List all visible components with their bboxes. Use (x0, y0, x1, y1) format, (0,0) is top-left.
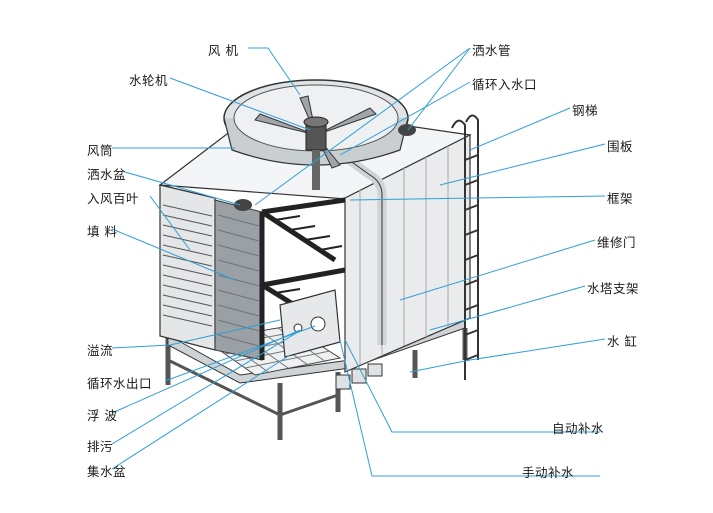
leader-spray-pipe-1 (407, 47, 471, 131)
front-casing (344, 134, 471, 373)
spray-basin-right (398, 124, 416, 136)
leader-auto-makeup (344, 339, 600, 433)
leader-casing (439, 143, 606, 186)
leader-spray-basin (124, 171, 241, 206)
label-spray-basin: 洒水盆 (87, 167, 127, 182)
label-inlet-louver: 入风百叶 (87, 191, 140, 206)
leader-water-wheel (169, 77, 311, 131)
leader-frame (349, 195, 606, 201)
leader-ladder (469, 107, 571, 151)
label-tower-support: 水塔支架 (587, 281, 640, 296)
label-fan-cylinder: 风筒 (87, 143, 114, 158)
outlet-pipe-circle (310, 316, 326, 332)
label-drain: 排污 (87, 439, 114, 454)
leader-collect-basin (111, 354, 291, 470)
label-collect-basin: 集水盆 (87, 464, 127, 479)
leader-tank (409, 338, 606, 373)
leader-overflow (111, 319, 281, 349)
leader-outlet (164, 325, 316, 382)
leader-inlet-louver (149, 195, 191, 251)
label-overflow: 溢流 (87, 343, 114, 358)
label-inlet: 循环入水口 (472, 77, 538, 92)
label-frame: 框架 (607, 191, 634, 206)
label-tank: 水 缸 (607, 334, 638, 349)
label-spray-pipe: 洒水管 (472, 43, 512, 58)
leader-inlet-water (339, 81, 471, 156)
label-fill: 填 料 (87, 224, 118, 239)
label-casing: 围板 (607, 139, 634, 154)
label-fan: 风 机 (208, 43, 239, 58)
label-access-door: 维修门 (597, 235, 637, 250)
leader-spray-pipe-2 (254, 47, 471, 206)
label-water-wheel: 水轮机 (129, 73, 169, 88)
leader-drain (111, 331, 299, 445)
water-wheel-unit (303, 116, 329, 190)
leader-fill (111, 228, 236, 281)
steel-ladder (451, 114, 479, 380)
label-manual-makeup: 手动补水 (522, 465, 575, 480)
inlet-louvers (162, 204, 213, 327)
leader-fan (248, 47, 301, 96)
label-float: 浮 波 (87, 408, 118, 423)
leader-access-door (399, 239, 596, 301)
leader-lines (111, 47, 606, 477)
label-outlet: 循环水出口 (87, 376, 153, 391)
spray-basin-left (234, 199, 252, 211)
leader-float (111, 329, 301, 414)
makeup-pipes (335, 363, 383, 390)
leader-manual-makeup (339, 339, 600, 477)
label-auto-makeup: 自动补水 (552, 421, 605, 436)
leader-tower-support (429, 285, 586, 331)
fill-texture (217, 214, 260, 347)
label-ladder: 钢梯 (572, 103, 599, 118)
